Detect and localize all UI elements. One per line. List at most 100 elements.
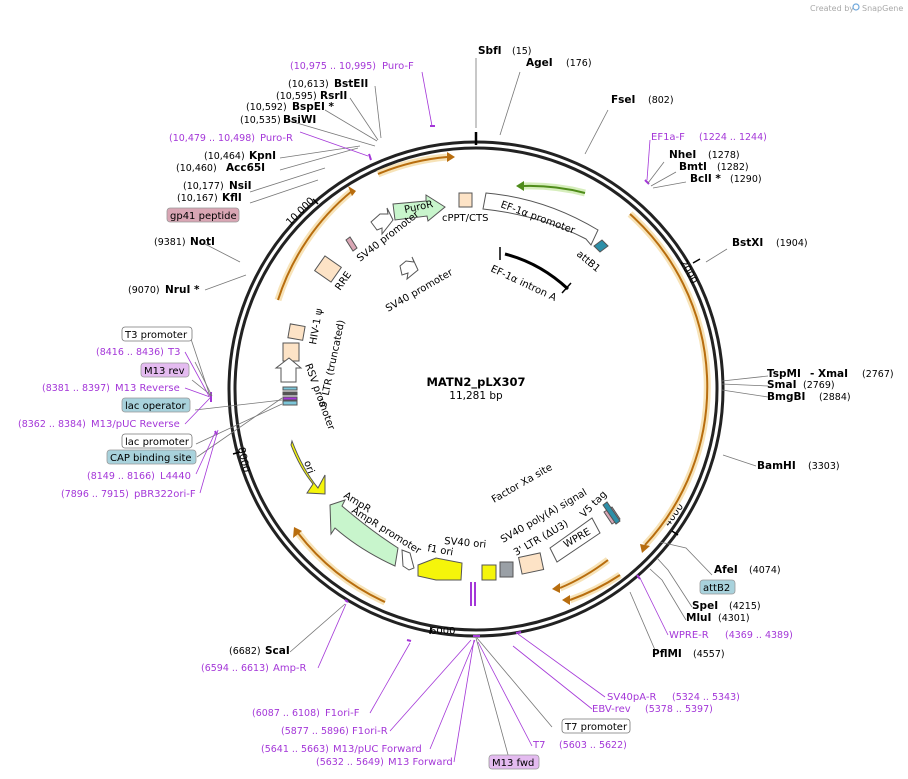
feature-shapes xyxy=(274,192,621,581)
plasmid-name: MATN2_pLX307 xyxy=(426,375,525,390)
rre-hairpin xyxy=(345,236,358,252)
primer-t3: T3 xyxy=(167,347,180,358)
enzyme-sbfi: SbfI xyxy=(478,45,502,57)
credit-brand: SnapGene xyxy=(862,4,903,13)
primer-pbr322ori-f: pBR322ori-F xyxy=(134,489,196,500)
enzyme-afei-pos: (4074) xyxy=(749,565,781,576)
feature-hiv-psi: HIV-1 ψ xyxy=(308,307,325,345)
enzyme-nsii-pos: (10,177) xyxy=(183,181,224,192)
primer-m13-forward-pos: (5632 .. 5649) xyxy=(316,757,384,768)
t3-promoter-label: T3 promoter xyxy=(124,330,188,341)
f1-ori-arrow xyxy=(417,557,463,581)
primer-puro-f: Puro-F xyxy=(382,61,414,72)
enzyme-bmgbi: BmgBI xyxy=(767,391,805,403)
enzyme-nhei: NheI xyxy=(669,149,696,161)
backbone-inner-ring xyxy=(233,146,719,632)
enzyme-nrui-pos: (9070) xyxy=(128,285,160,296)
enzyme-afei: AfeI xyxy=(714,564,738,576)
ef1a-intron-bar xyxy=(504,252,570,291)
enzyme-kpni: KpnI xyxy=(249,150,276,162)
cap-site-label: CAP binding site xyxy=(110,453,192,464)
primer-f1ori-r: F1ori-R xyxy=(352,726,388,737)
primer-t7: T7 xyxy=(532,740,545,751)
enzyme-scai: ScaI xyxy=(265,645,290,657)
primer-t7-pos: (5603 .. 5622) xyxy=(559,740,627,751)
enzyme-bmti-pos: (1282) xyxy=(717,162,749,173)
m13-fwd-box xyxy=(488,754,540,770)
enzyme-bspei: BspEI * xyxy=(292,101,335,113)
enzyme-bstxi-pos: (1904) xyxy=(776,238,808,249)
primer-m13-puc-reverse: M13/pUC Reverse xyxy=(91,419,180,430)
primer-wpre-r: WPRE-R xyxy=(669,630,709,641)
orf-arcs xyxy=(274,153,711,606)
enzyme-fsei: FseI xyxy=(611,94,635,106)
credit-prefix: Created by xyxy=(810,4,854,13)
snapgene-logo-icon xyxy=(852,3,860,11)
primer-leader-lines xyxy=(184,71,669,763)
primer-m13-puc-forward-pos: (5641 .. 5663) xyxy=(261,744,329,755)
tick-8000: 8000 xyxy=(235,446,251,473)
feature-sv40-promoter-2: SV40 promoter xyxy=(384,267,456,315)
ampr-arrow xyxy=(329,499,399,567)
t7-promoter-label: T7 promoter xyxy=(564,722,628,733)
enzyme-bmgbi-pos: (2884) xyxy=(819,392,851,403)
m13-rev-label: M13 rev xyxy=(144,366,185,377)
feature-factor-xa: Factor Xa site xyxy=(490,462,554,506)
enzyme-bamhi-pos: (3303) xyxy=(808,461,840,472)
enzyme-bspei-pos: (10,592) xyxy=(246,102,287,113)
m13-fwd-label: M13 fwd xyxy=(492,758,534,769)
primer-puro-r-pos: (10,479 .. 10,498) xyxy=(169,133,255,144)
t3-promoter-box xyxy=(121,326,193,342)
enzyme-smai-pos: (2769) xyxy=(803,380,835,391)
primer-f1ori-r-pos: (5877 .. 5896) xyxy=(281,726,349,737)
enzyme-acc65i-pos: (10,460) xyxy=(176,163,217,174)
sv40-promoter-arrow-1 xyxy=(370,207,394,236)
enzyme-smai: SmaI xyxy=(767,379,797,391)
factor-xa-box xyxy=(499,561,514,578)
ltr3-box xyxy=(517,552,545,575)
sv40-promoter-arrow-2 xyxy=(399,256,419,281)
attb2-box xyxy=(699,579,736,595)
m13-rev-box xyxy=(140,362,190,378)
feature-sv40-ori: SV40 ori xyxy=(444,536,487,551)
enzyme-acc65i: Acc65I xyxy=(226,162,265,174)
tick-6000: 6000 xyxy=(430,626,455,637)
leader-lines xyxy=(189,58,769,763)
enzyme-rsrii: RsrII xyxy=(320,90,347,102)
enzyme-kpni-pos: (10,464) xyxy=(204,151,245,162)
feature-ori: ori xyxy=(301,459,316,475)
enzyme-mlui: MluI xyxy=(686,612,711,624)
enzyme-bstxi: BstXI xyxy=(732,237,763,249)
primer-t3-pos: (8416 .. 8436) xyxy=(96,347,164,358)
enzyme-rsrii-pos: (10,595) xyxy=(276,91,317,102)
enzyme-bsiwi: BsiWI xyxy=(283,114,316,126)
enzyme-bcli-pos: (1290) xyxy=(730,174,762,185)
enzyme-noti-pos: (9381) xyxy=(154,237,186,248)
wpre-box xyxy=(549,517,601,563)
primer-ef1a-f: EF1a-F xyxy=(651,132,685,143)
cppt-box xyxy=(458,192,473,208)
rre-box xyxy=(313,255,343,283)
primer-sv40pa-r: SV40pA-R xyxy=(607,692,656,703)
enzyme-nsii: NsiI xyxy=(229,180,252,192)
enzyme-noti: NotI xyxy=(190,236,215,248)
enzyme-spei-pos: (4215) xyxy=(729,601,761,612)
arc-arrowheads xyxy=(293,152,650,605)
ltr-box xyxy=(282,342,300,362)
enzyme-bamhi: BamHI xyxy=(757,460,796,472)
enzyme-bmti: BmtI xyxy=(679,161,707,173)
enzyme-nrui: NruI * xyxy=(165,284,200,296)
feature-attb1: attB1 xyxy=(574,249,602,275)
enzyme-xmai: - XmaI xyxy=(810,368,848,380)
attb2-label: attB2 xyxy=(703,583,730,594)
enzyme-bcli: BclI * xyxy=(690,173,721,185)
gp41-label: gp41 peptide xyxy=(170,211,237,222)
hiv-psi-box xyxy=(287,323,306,341)
enzyme-pflmi: PflMI xyxy=(652,648,682,660)
enzyme-bsteii-pos: (10,613) xyxy=(288,79,329,90)
primer-m13-puc-reverse-pos: (8362 .. 8384) xyxy=(18,419,86,430)
primer-l4440: L4440 xyxy=(160,471,191,482)
lac-promoter-label: lac promoter xyxy=(125,437,190,448)
ef1a-promoter-arrow xyxy=(482,192,599,246)
lac-operator-box xyxy=(121,397,191,413)
